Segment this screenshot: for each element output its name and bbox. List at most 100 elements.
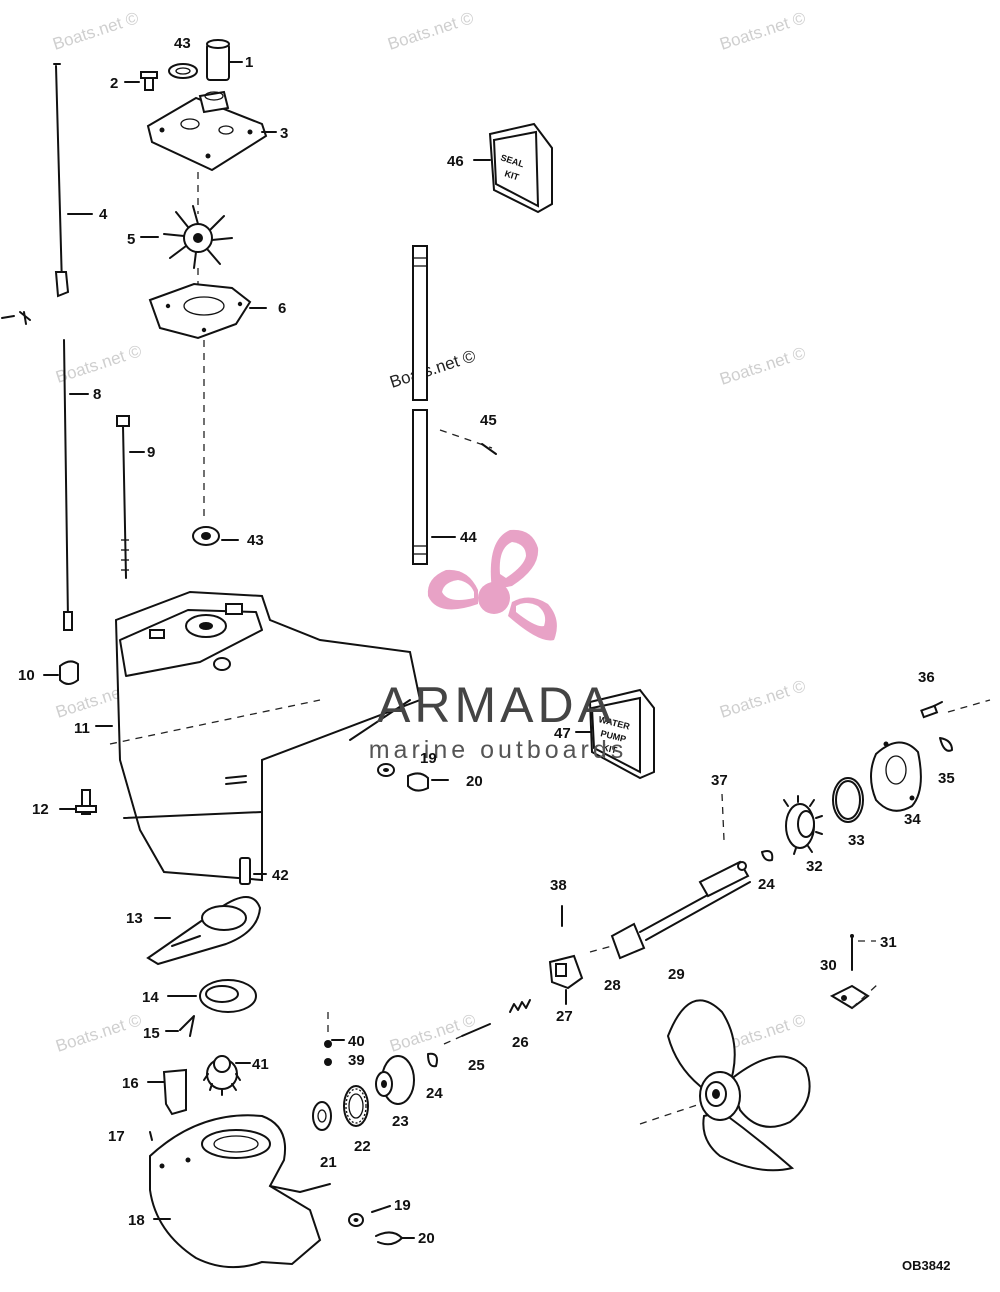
part-2-screw	[124, 71, 158, 91]
part-25-shift-plunger	[443, 1023, 491, 1045]
callout-16: 16	[122, 1075, 139, 1092]
part-20-screw-lower	[375, 1231, 415, 1246]
part-22-bearing-ring	[343, 1085, 369, 1127]
callout-47: 47	[554, 725, 571, 742]
callout-20: 20	[418, 1230, 435, 1247]
part-32-reverse-gear	[783, 795, 823, 855]
watermark-group: Boats.net © Boats.net © Boats.net © Boat…	[50, 8, 808, 1056]
callout-34: 34	[904, 811, 921, 828]
callout-43: 43	[247, 532, 264, 549]
callout-39: 39	[348, 1052, 365, 1069]
callout-41: 41	[252, 1056, 269, 1073]
part-13-gasket	[146, 896, 262, 966]
callout-9: 9	[147, 444, 155, 461]
callout-8: 8	[93, 386, 101, 403]
callout-31: 31	[880, 934, 897, 951]
part-24-clip-lower	[427, 1052, 438, 1068]
part-43-grommet	[192, 526, 239, 546]
callout-22: 22	[354, 1138, 371, 1155]
part-37-pin	[721, 793, 725, 841]
part-34-bearing-carrier	[870, 741, 922, 812]
part-40-ball	[324, 1012, 345, 1048]
part-44-driveshaft	[412, 245, 456, 565]
callout-15: 15	[143, 1025, 160, 1042]
part-42-dowel-pin	[239, 857, 267, 885]
watermark: Boats.net ©	[387, 346, 478, 392]
part-20-screw-upper	[407, 772, 449, 792]
callout-30: 30	[820, 957, 837, 974]
callout-26: 26	[512, 1034, 529, 1051]
part-30-cotter-pin	[829, 983, 879, 1010]
seal-kit-label: KIT	[503, 168, 520, 182]
callout-23: 23	[392, 1113, 409, 1130]
part-5-impeller	[140, 205, 233, 269]
part-1-sleeve	[206, 39, 243, 81]
part-27-clutch-dog	[548, 954, 584, 1005]
part-3-pump-housing	[146, 90, 277, 172]
callout-14: 14	[142, 989, 159, 1006]
armada-logo: ARMADA marine outboards	[369, 529, 628, 764]
callout-3: 3	[280, 125, 288, 142]
part-41-pinion	[203, 1055, 251, 1096]
callout-11: 11	[74, 720, 90, 737]
callout-38: 38	[550, 877, 567, 894]
callout-19: 19	[420, 750, 437, 767]
pump-kit-label: KIT	[602, 742, 619, 755]
part-15-clip	[165, 1015, 195, 1037]
part-16-lever	[147, 1068, 187, 1116]
callout-35: 35	[938, 770, 955, 787]
callout-27: 27	[556, 1008, 573, 1025]
watermark: Boats.net ©	[717, 8, 808, 54]
callout-21: 21	[320, 1154, 337, 1171]
part-45-pin	[439, 429, 497, 455]
callout-19: 19	[394, 1197, 411, 1214]
callout-44: 44	[460, 529, 477, 546]
part-17-pin	[149, 1131, 153, 1141]
callout-4: 4	[99, 206, 108, 223]
callout-33: 33	[848, 832, 865, 849]
watermark: Boats.net ©	[53, 341, 144, 387]
callout-20: 20	[466, 773, 483, 790]
callout-36: 36	[918, 669, 935, 686]
part-12-screw	[59, 789, 97, 815]
part-29-propeller	[639, 999, 811, 1172]
part-19-washer-lower	[348, 1205, 391, 1227]
figure-id: OB3842	[902, 1258, 950, 1273]
callout-37: 37	[711, 772, 728, 789]
rod-clip	[1, 311, 31, 325]
callout-10: 10	[18, 667, 35, 684]
part-46-seal-kit-box: SEAL KIT	[473, 122, 553, 214]
part-24-clip-upper	[761, 850, 774, 862]
part-33-o-ring	[832, 777, 864, 823]
callout-43: 43	[174, 35, 191, 52]
part-31-pin	[850, 934, 876, 971]
callout-18: 18	[128, 1212, 145, 1229]
callout-17: 17	[108, 1128, 125, 1145]
callout-1: 1	[245, 54, 253, 71]
part-14-bearing	[167, 979, 257, 1013]
callout-5: 5	[127, 231, 135, 248]
callout-6: 6	[278, 300, 286, 317]
callout-29: 29	[668, 966, 685, 983]
callout-32: 32	[806, 858, 823, 875]
callout-46: 46	[447, 153, 464, 170]
callout-2: 2	[110, 75, 118, 92]
callout-labels: 1 2 3 4 5 6 8 9 10 11 12 13 14 15 16 17 …	[18, 35, 955, 1247]
callout-25: 25	[468, 1057, 485, 1074]
part-26-spring	[509, 999, 531, 1013]
watermark: Boats.net ©	[717, 343, 808, 389]
part-18-lower-gearcase	[149, 1114, 331, 1269]
callout-12: 12	[32, 801, 49, 818]
part-8-lower-shift-rod	[63, 339, 89, 631]
part-36-screw	[920, 701, 943, 719]
part-35-washer	[939, 737, 953, 752]
part-47-water-pump-kit-box: WATER PUMP KIT	[575, 688, 655, 780]
brand-tagline: marine outboards	[369, 736, 628, 764]
part-19-washer-upper	[377, 763, 395, 777]
part-23-forward-gear	[375, 1055, 415, 1105]
part-43-grommet-top	[168, 63, 198, 79]
callout-24: 24	[426, 1085, 443, 1102]
callout-42: 42	[272, 867, 289, 884]
part-21-thrust-washer	[312, 1101, 332, 1131]
